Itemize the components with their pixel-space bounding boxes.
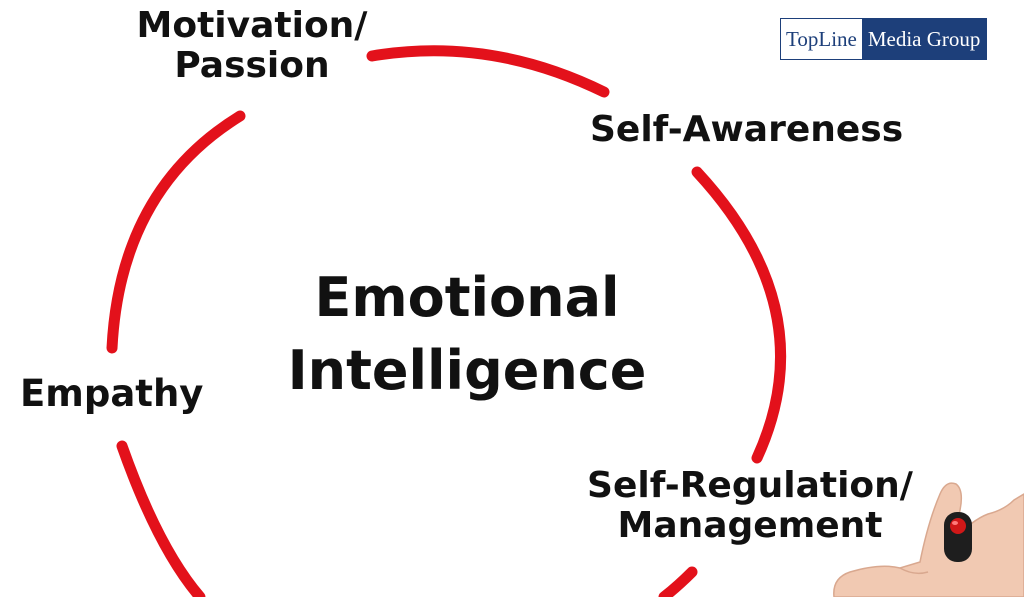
node-motivation-line1: Motivation/ bbox=[136, 5, 368, 46]
marker-highlight bbox=[952, 521, 958, 525]
node-self-regulation-management: Self-Regulation/ Management bbox=[574, 465, 926, 547]
logo-left-text: TopLine bbox=[781, 19, 862, 59]
center-title-line1: Emotional bbox=[314, 266, 620, 329]
node-self-awareness: Self-Awareness bbox=[590, 109, 904, 150]
node-motivation-passion: Motivation/ Passion bbox=[132, 5, 372, 87]
logo-right-text: Media Group bbox=[861, 19, 987, 59]
topline-media-group-logo: TopLine Media Group bbox=[780, 18, 988, 60]
finger-crease bbox=[899, 567, 929, 575]
hand-shape bbox=[833, 482, 1024, 597]
marker-red-tip bbox=[950, 518, 966, 534]
arc-empathy-bottom bbox=[116, 440, 206, 597]
arc-self-awareness-to-self-regulation bbox=[691, 166, 787, 464]
node-self-regulation-line2: Management bbox=[617, 505, 883, 547]
arc-self-regulation-to-empathy bbox=[658, 566, 698, 597]
arc-motivation-to-self-awareness bbox=[366, 45, 610, 98]
arc-empathy-to-motivation bbox=[106, 110, 246, 354]
hand-holding-marker-image bbox=[833, 482, 1024, 597]
node-self-regulation-line1: Self-Regulation/ bbox=[587, 465, 913, 506]
node-empathy: Empathy bbox=[20, 372, 204, 415]
node-motivation-line2: Passion bbox=[174, 45, 330, 87]
center-title: Emotional Intelligence bbox=[262, 262, 672, 408]
center-title-line2: Intelligence bbox=[287, 338, 647, 402]
